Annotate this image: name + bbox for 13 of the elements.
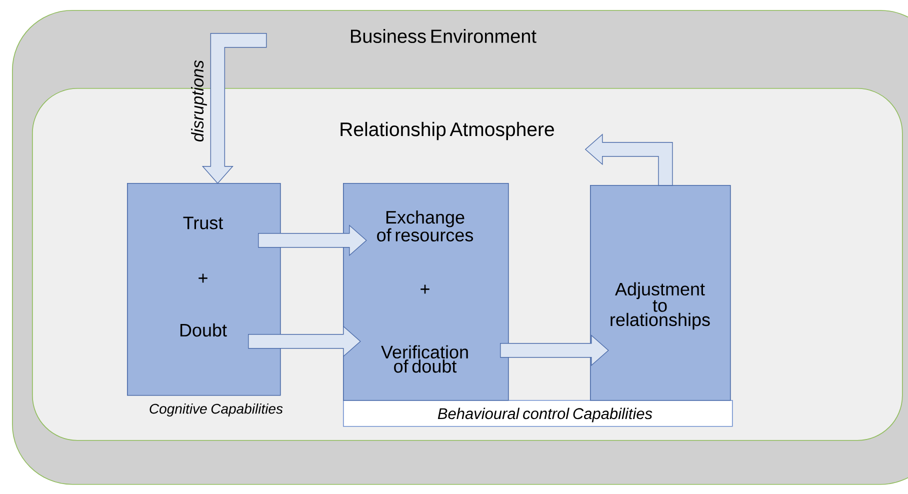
block-arrow [248, 326, 361, 358]
block-arrow [258, 224, 367, 256]
process-box: Exchange of resources + Verification of doubt [343, 183, 509, 401]
panel-title: Business Environment [351, 29, 536, 43]
block-arrow [202, 33, 267, 184]
process-box: Adjustment to relationships [590, 185, 731, 401]
process-box: Trust + Doubt [127, 183, 281, 396]
node-label: Cognitive Capabilities [150, 403, 283, 417]
block-arrow [584, 134, 673, 186]
edge-label: disruptions [191, 60, 207, 142]
group-label: Behavioural control Capabilities [438, 408, 652, 422]
block-arrow [500, 334, 609, 366]
panel-title: Relationship Atmosphere [340, 122, 554, 140]
